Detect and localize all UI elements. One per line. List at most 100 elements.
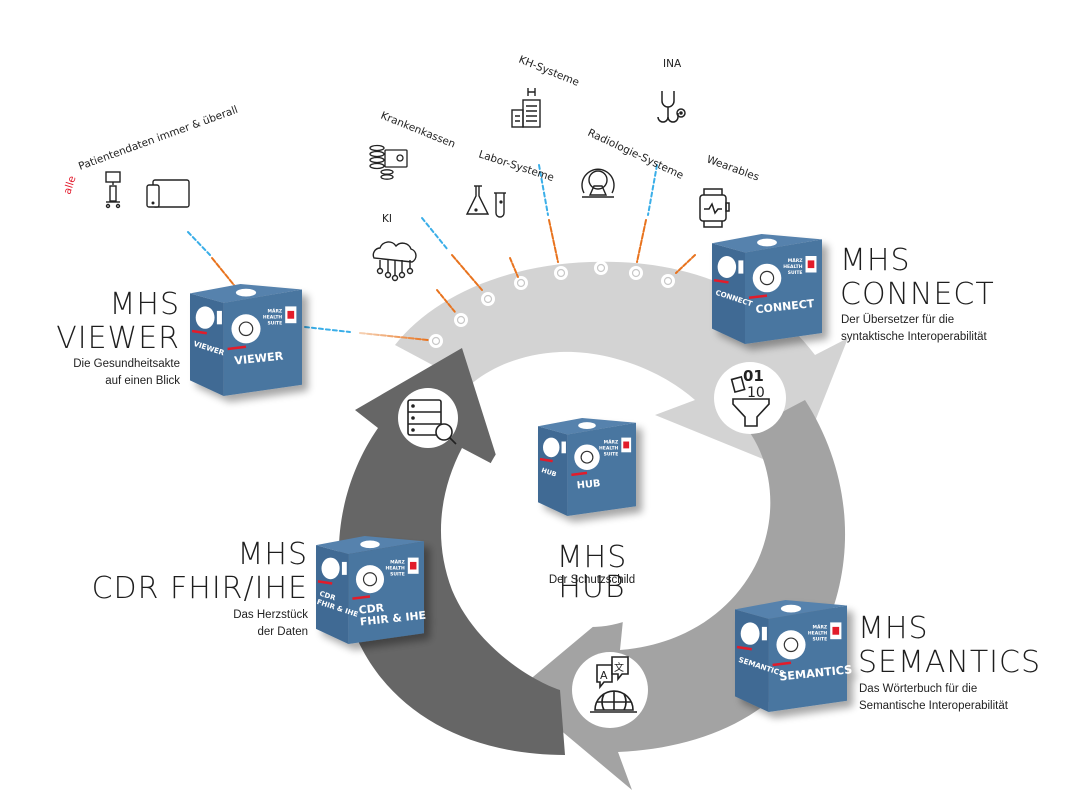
- cube-accent-line: [191, 329, 207, 335]
- cycle-icon-translate-globe: A 文: [572, 652, 648, 728]
- connect-subtitle-line2: syntaktische Interoperabilität: [841, 331, 987, 343]
- semantics-subtitle-line1: Das Wörterbuch für die: [859, 683, 978, 695]
- cube-accent-line: [539, 457, 553, 463]
- cdr-title-line1: MHS: [237, 537, 308, 572]
- cube-accent-line: [571, 471, 588, 477]
- data-funnel-icon: 01 10: [730, 367, 770, 427]
- server-search-icon: [407, 399, 457, 445]
- source-label-wearables: Wearables: [705, 154, 761, 184]
- brand-text: SUITE: [390, 572, 405, 578]
- server-search-icon: [362, 572, 378, 587]
- source-label-kh: KH-Systeme: [517, 54, 581, 89]
- source-label-ina: INA: [663, 58, 682, 70]
- source-label-ki: KI: [382, 213, 392, 225]
- connect-title-line2: CONNECT: [840, 277, 995, 312]
- brand-logo: [409, 561, 417, 570]
- cube-side-icon: [321, 557, 340, 580]
- brand-side-box: [561, 441, 566, 454]
- cube-front-label: VIEWER: [234, 350, 285, 368]
- ai-brain-icon: [372, 241, 417, 282]
- brand-text: SUITE: [267, 320, 282, 326]
- brand-side-box: [341, 561, 347, 575]
- brand-text: SUITE: [604, 452, 619, 458]
- brand-text: MÄRZ: [604, 439, 619, 446]
- source-label-labor: Labor-Systeme: [477, 148, 555, 184]
- brand-text: HEALTH: [783, 264, 803, 270]
- brand-side-box: [761, 626, 767, 641]
- svg-text:10: 10: [747, 385, 765, 401]
- cube-front-face: [348, 541, 424, 644]
- source-krankenkassen: Krankenkassen: [369, 110, 457, 180]
- svg-text:A: A: [600, 669, 608, 682]
- cube-icon-circle: [776, 630, 806, 660]
- cube-top-emblem: [780, 604, 802, 613]
- source-ina: INA: [657, 58, 686, 123]
- brand-text: HEALTH: [386, 566, 406, 572]
- source-label-krankenkassen: Krankenkassen: [379, 110, 457, 151]
- cube-front-face: [768, 605, 847, 712]
- brand-text: SUITE: [812, 636, 827, 642]
- source-kh: KH-Systeme: [511, 54, 581, 128]
- user-key-icon: [580, 450, 594, 464]
- cube-accent-line: [713, 278, 729, 284]
- cycle-arrow-dark: [338, 348, 565, 755]
- svg-text:文: 文: [614, 661, 624, 674]
- brand-logo: [287, 310, 295, 319]
- viewer-subtitle-line1: Die Gesundheitsakte: [73, 358, 180, 370]
- brand-text: HEALTH: [263, 314, 283, 320]
- cube-accent-line: [736, 645, 752, 651]
- brand-text: SUITE: [788, 270, 803, 276]
- brand-logo: [623, 441, 630, 449]
- viewer-title-line2: VIEWER: [56, 321, 180, 356]
- brand-text: MÄRZ: [788, 257, 803, 264]
- viewer-title-line1: MHS: [109, 287, 180, 322]
- translate-globe-icon: [783, 637, 799, 653]
- data-funnel-icon: [759, 270, 775, 286]
- connector-nodes: [429, 261, 675, 348]
- patient-text: Patientendaten immer & überall: [77, 104, 240, 173]
- cube-top-emblem: [235, 288, 257, 297]
- coins-money-icon: [369, 144, 408, 180]
- cube-accent-line: [748, 294, 768, 300]
- mri-scanner-icon: [581, 168, 615, 198]
- cube-icon-circle: [231, 314, 261, 344]
- cdr-subtitle-line1: Das Herzstück: [233, 609, 308, 621]
- brand-logo: [832, 626, 840, 635]
- brand-side-box: [216, 310, 222, 325]
- viewer-subtitle-line2: auf einen Blick: [105, 375, 180, 387]
- brand-text: HEALTH: [808, 630, 828, 636]
- brand-logo: [807, 260, 815, 269]
- hub-title: MHS HUB: [556, 540, 628, 605]
- source-label-radiologie: Radiologie-Systeme: [586, 127, 686, 182]
- flow-arrows: [187, 164, 696, 341]
- cube-accent-line: [352, 595, 371, 600]
- cube-front-label: HUB: [576, 478, 601, 491]
- cycle-center: [478, 403, 702, 627]
- source-wearables: Wearables: [699, 154, 761, 228]
- medical-cart-icon: [105, 171, 121, 209]
- source-radiologie: Radiologie-Systeme: [581, 127, 686, 198]
- brand-side-box: [738, 260, 744, 274]
- cube-side-icon: [195, 306, 215, 329]
- cube-side-icon: [717, 256, 737, 278]
- source-patient: alle Patientendaten immer & überall: [61, 104, 240, 209]
- brand-text: MÄRZ: [390, 559, 405, 566]
- cube-front-face: [223, 289, 302, 396]
- tablet-phone-icon: [146, 179, 190, 208]
- cube-icon-circle: [752, 263, 782, 293]
- cdr-title-line2: CDR FHIR/IHE: [91, 571, 308, 606]
- cube-icon-circle: [355, 565, 385, 594]
- svg-text:01: 01: [743, 367, 764, 385]
- hub-subtitle: Der Schutzschild: [548, 574, 636, 586]
- semantics-subtitle-line2: Semantische Interoperabilität: [859, 700, 1008, 712]
- cycle-icon-server-search: [398, 388, 458, 448]
- cube-front-label: CONNECT: [755, 297, 815, 316]
- translate-globe-icon: A 文: [590, 656, 637, 713]
- cdr-subtitle-line2: der Daten: [257, 626, 308, 638]
- semantics-title-line2: SEMANTICS: [858, 645, 1042, 680]
